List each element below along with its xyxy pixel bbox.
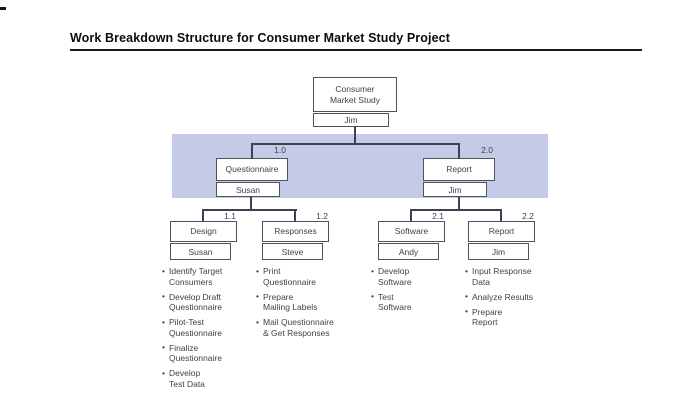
wbs-node-report: Report Jim [423,158,495,197]
bullet-icon: • [162,291,165,301]
task-item: • Print Questionnaire [256,266,368,287]
wbs-node-responses: Responses Steve [262,221,329,260]
bullet-icon: • [256,316,259,327]
bullet-icon: • [256,291,259,301]
wbs-node-responses-title: Responses [262,221,329,242]
bullet-icon: • [256,265,259,276]
connector-drop-design [202,209,204,222]
bullet-icon: • [162,342,165,352]
connector-root-vertical [354,125,356,144]
wbs-node-design: Design Susan [170,221,237,260]
bullet-icon: • [162,367,165,378]
wbs-node-software-title: Software [378,221,445,242]
figure-title: Work Breakdown Structure for Consumer Ma… [70,31,450,45]
wbs-id-label-1-1: 1.1 [224,211,236,221]
wbs-node-questionnaire: Questionnaire Susan [216,158,288,197]
wbs-node-root-title: Consumer Market Study [313,77,397,112]
task-item: • Analyze Results [465,291,565,303]
wbs-node-report-title: Report [423,158,495,181]
wbs-node-report2-title: Report [468,221,535,242]
connector-report-vertical [458,196,460,211]
task-item: • Test Software [371,291,463,313]
wbs-node-root: Consumer Market Study Jim [313,77,397,127]
page-corner-mark [0,7,6,10]
connector-drop-questionnaire [251,143,253,159]
task-text: Analyze Results [472,291,533,302]
connector-drop-report2 [500,209,502,222]
task-text: Test Software [378,291,412,313]
connector-drop-responses [294,209,296,222]
task-item: • Mail Questionnaire & Get Responses [256,317,368,338]
task-text: Print Questionnaire [263,266,316,287]
wbs-node-report-owner: Jim [423,182,487,197]
wbs-node-questionnaire-title: Questionnaire [216,158,288,181]
wbs-node-software: Software Andy [378,221,445,260]
wbs-node-report2-owner: Jim [468,243,529,260]
connector-left-group-horizontal [202,209,297,211]
connector-drop-report [458,143,460,159]
bullet-icon: • [162,265,165,276]
task-list-software: • Develop Software • Test Software [371,266,463,317]
task-text: Develop Test Data [169,368,205,389]
task-item: • Develop Software [371,266,463,287]
task-item: • Pilot-Test Questionnaire [162,317,258,338]
task-list-responses: • Print Questionnaire • Prepare Mailing La… [256,266,368,343]
bullet-icon: • [465,306,468,316]
wbs-id-label-2-2: 2.2 [522,211,534,221]
connector-questionnaire-vertical [250,196,252,211]
wbs-node-root-owner: Jim [313,113,389,127]
task-item: • Prepare Report [465,306,565,328]
wbs-id-label-2-1: 2.1 [432,211,444,221]
task-item: • Develop Test Data [162,368,258,389]
wbs-node-software-owner: Andy [378,243,439,260]
task-item: • Finalize Questionnaire [162,342,258,364]
task-text: Prepare Report [472,306,503,328]
bullet-icon: • [371,291,374,301]
task-text: Mail Questionnaire & Get Responses [263,317,334,338]
wbs-node-design-title: Design [170,221,237,242]
wbs-node-report2: Report Jim [468,221,535,260]
bullet-icon: • [162,316,165,327]
task-text: Prepare Mailing Labels [263,291,318,313]
task-item: • Input Response Data [465,266,565,287]
task-item: • Prepare Mailing Labels [256,291,368,313]
wbs-id-label-1-0: 1.0 [274,145,286,155]
task-list-report: • Input Response Data • Analyze Results • P… [465,266,565,332]
task-text: Pilot-Test Questionnaire [169,317,222,338]
wbs-node-responses-owner: Steve [262,243,323,260]
wbs-id-label-1-2: 1.2 [316,211,328,221]
connector-right-group-horizontal [410,209,502,211]
task-text: Develop Software [378,266,412,287]
bullet-icon: • [465,291,468,301]
task-list-design: • Identify Target Consumers • Develop Draf… [162,266,258,394]
wbs-node-questionnaire-owner: Susan [216,182,280,197]
bullet-icon: • [371,265,374,276]
task-text: Finalize Questionnaire [169,342,222,364]
wbs-id-label-2-0: 2.0 [481,145,493,155]
connector-level1-horizontal [251,143,460,145]
task-item: • Identify Target Consumers [162,266,258,287]
wbs-node-design-owner: Susan [170,243,231,260]
bullet-icon: • [465,265,468,276]
task-text: Identify Target Consumers [169,266,223,287]
task-item: • Develop Draft Questionnaire [162,291,258,313]
title-underline [70,49,642,51]
task-text: Input Response Data [472,266,532,287]
connector-drop-software [410,209,412,222]
task-text: Develop Draft Questionnaire [169,291,222,313]
